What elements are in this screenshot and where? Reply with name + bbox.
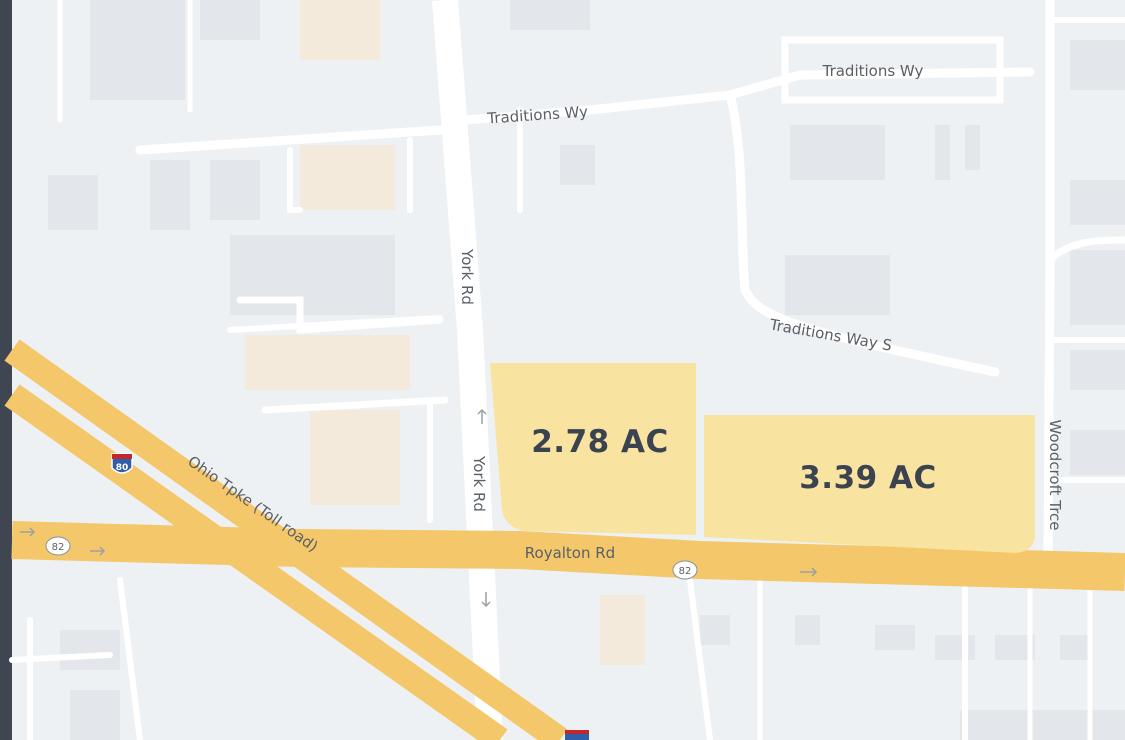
svg-text:82: 82 [52, 542, 65, 553]
road-label-traditions-wy-east: Traditions Wy [822, 62, 924, 80]
svg-text:82: 82 [679, 566, 692, 577]
parcel-3-39-ac[interactable] [704, 415, 1035, 553]
parcel-label-3-39: 3.39 AC [799, 460, 937, 496]
parcel-2-78-ac[interactable] [490, 363, 696, 535]
minor-streets [9, 0, 1125, 740]
route-82-shield-center: 82 [672, 560, 698, 580]
direction-arrows [20, 408, 818, 608]
svg-text:80: 80 [116, 463, 129, 473]
building-footprints [48, 0, 1125, 740]
route-82-shield-left: 82 [45, 536, 71, 556]
road-label-woodcroft-trce: Woodcroft Trce [1046, 419, 1064, 530]
interstate-shield-bottom [565, 730, 589, 740]
interstate-80-shield: 80 [111, 453, 133, 474]
road-label-york-rd-north: York Rd [458, 248, 476, 305]
parcel-label-2-78: 2.78 AC [531, 424, 669, 460]
road-label-royalton-rd: Royalton Rd [525, 544, 615, 562]
royalton-rd-highway [11, 521, 1125, 591]
road-label-york-rd-south: York Rd [470, 455, 488, 512]
